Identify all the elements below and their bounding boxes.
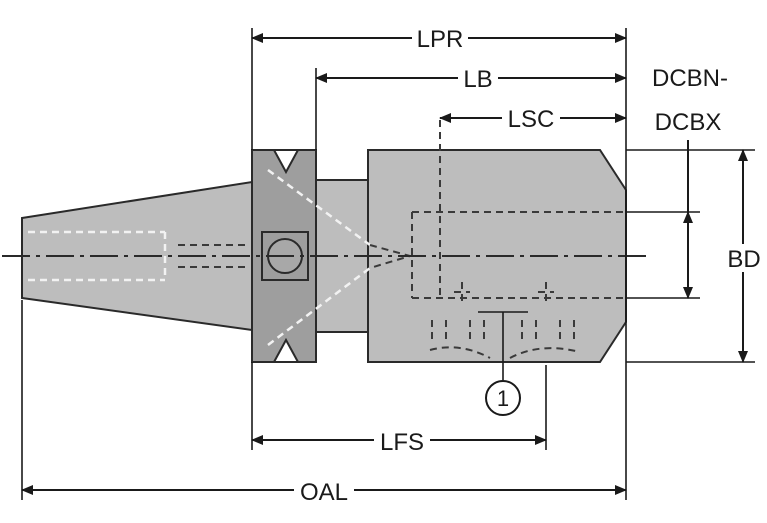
v-groove-bottom: [272, 337, 300, 363]
dimension-labels: LPR LB LSC LFS OAL DCBN- DCBX BD: [294, 24, 761, 506]
label-lb: LB: [463, 66, 492, 93]
extension-lines: [21, 28, 755, 500]
callout-number: 1: [497, 386, 509, 411]
label-lsc: LSC: [508, 106, 555, 133]
label-bd: BD: [727, 246, 760, 273]
drive-slot-frame: [261, 231, 309, 281]
label-dcbx: DCBX: [655, 109, 722, 136]
label-lfs: LFS: [380, 429, 424, 456]
callout-1: 1: [478, 311, 528, 416]
label-dcbn: DCBN-: [652, 65, 728, 92]
label-lpr: LPR: [417, 26, 464, 53]
v-groove: [272, 149, 300, 175]
label-oal: OAL: [300, 479, 348, 506]
